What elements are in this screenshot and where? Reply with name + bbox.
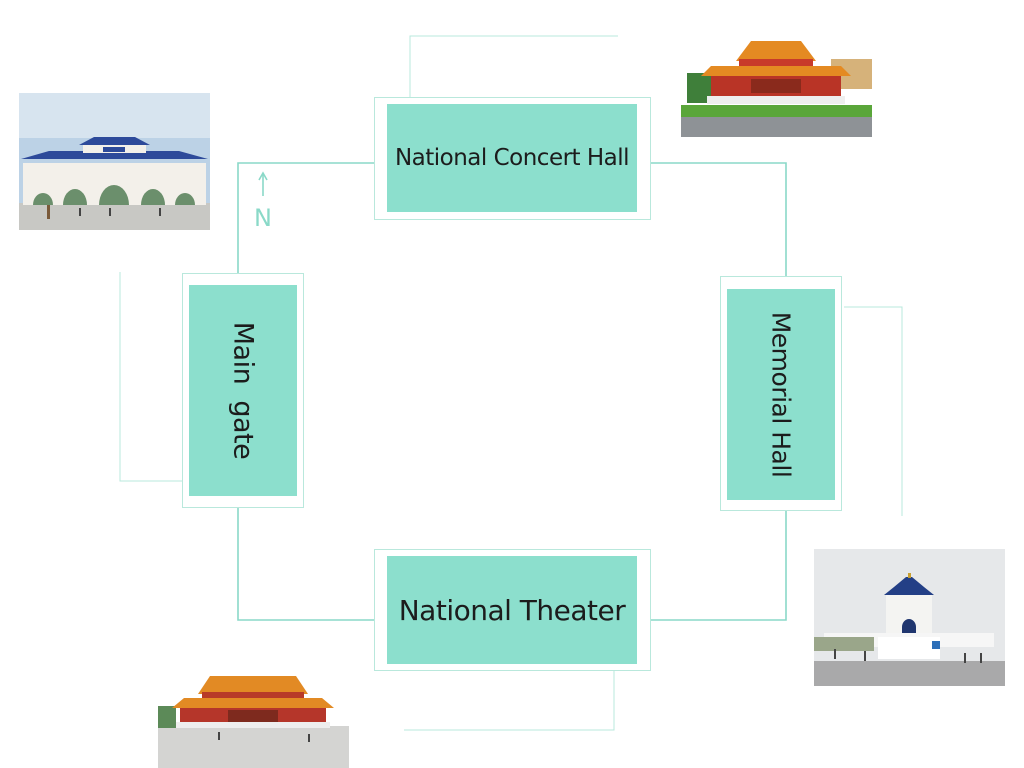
north-label: N xyxy=(254,204,272,232)
memorial-hall-node: Memorial Hall xyxy=(727,289,835,500)
theater-node: National Theater xyxy=(387,556,637,664)
photo-leaders xyxy=(119,35,903,731)
leader-theater xyxy=(404,671,615,731)
main-gate-label: Main gate xyxy=(227,321,259,460)
main-gate-photo xyxy=(19,93,210,230)
theater-label: National Theater xyxy=(398,593,626,627)
memorial-hall-label: Memorial Hall xyxy=(766,311,796,478)
connector-memorial-to-theater xyxy=(637,500,787,621)
concert-hall-label: National Concert Hall xyxy=(394,145,630,171)
memorial-hall-photo xyxy=(814,549,1005,686)
route-loop xyxy=(237,162,787,621)
concert-hall-photo xyxy=(681,31,872,137)
connector-concert-to-memorial xyxy=(637,162,787,289)
connector-gate-to-concert xyxy=(237,162,387,285)
north-arrow-icon xyxy=(258,171,268,196)
main-gate-node: Main gate xyxy=(189,285,297,496)
leader-memorial xyxy=(844,306,903,516)
leader-gate xyxy=(119,272,183,482)
connector-theater-to-gate xyxy=(237,496,387,621)
leader-concert xyxy=(409,35,618,97)
concert-hall-node: National Concert Hall xyxy=(387,104,637,212)
theater-photo xyxy=(158,668,349,768)
